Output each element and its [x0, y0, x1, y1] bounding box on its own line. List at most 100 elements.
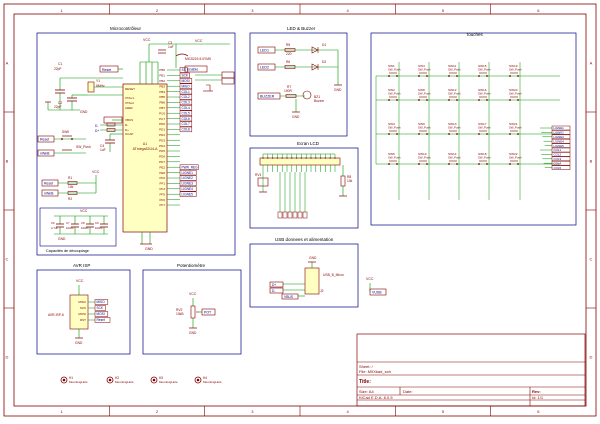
pot-vcc: VCC	[189, 292, 197, 296]
dec-cap-value: 100nF	[66, 226, 74, 230]
border-col-bottom-3: 3	[251, 409, 254, 414]
key-switch-ref: SW13	[448, 122, 457, 126]
r7-symbol	[285, 94, 297, 98]
key-side-labels: LIGNE1LIGNE2LIGNE3LIGNE4LIGNE5COL1COL2CO…	[540, 125, 571, 170]
section-usb	[249, 243, 359, 308]
r6-symbol	[284, 65, 296, 69]
isp-pin: RST	[80, 318, 86, 322]
usb-block: J2 GND D+ D- VBUS USB_B_Micro	[269, 256, 344, 300]
key-net-label: COL3	[554, 157, 562, 161]
mcu-net-label: LIGNE3	[182, 182, 194, 186]
mcu-body	[122, 83, 168, 233]
key-switch-value: SW_Push	[448, 92, 461, 96]
pot-value: 10kB	[176, 312, 184, 316]
dec-cap-value: 100nF	[95, 226, 103, 230]
isp-net-label: SCK	[97, 306, 104, 310]
key-net-label: LIGNE2	[554, 131, 565, 135]
crystal-ref: Y1	[96, 79, 100, 83]
enable-label: Enable	[187, 68, 198, 72]
r2-symbol	[67, 191, 78, 195]
r5-symbol	[284, 48, 296, 52]
key-switch-value: SW_Push	[509, 156, 522, 160]
led-block: LED1 R5 220 D1 LED2 R6 D2 GND BUZZER R7 …	[257, 43, 342, 119]
key-switch-value: SW_Push	[448, 156, 461, 160]
mcu-right-pin: PB4	[159, 90, 165, 94]
key-net-label: LIGNE3	[554, 135, 565, 139]
pullup-resistors: Reset R1 10k nWeB R2 VCC	[41, 170, 100, 201]
mcu-net-label: COL6	[182, 117, 191, 121]
mcu-left-pin: D+	[125, 128, 129, 132]
mcu-left-pin: D-	[125, 123, 128, 127]
hole-ref: H1	[69, 376, 73, 380]
c1-value: 22pF	[54, 67, 62, 71]
reset-switch-block: Reset SW0 nWeB SW_Push	[37, 130, 91, 157]
mcu-net-label: SCK	[182, 74, 189, 78]
mcu-left-pin: RESET	[125, 87, 135, 91]
r7-ref: R7	[287, 85, 291, 89]
r5-value: 220	[286, 52, 292, 56]
mcu-right-pin: PB7	[159, 106, 165, 110]
border-col-bottom-2: 2	[156, 409, 159, 414]
section-led-buzzer	[249, 32, 348, 137]
lcd-pot-ref: RV1	[255, 173, 262, 177]
mcu-right-pin: PD0	[159, 122, 165, 126]
mcu-net-label: COL2	[182, 95, 191, 99]
nweb-label-2: nWeB	[44, 192, 54, 196]
border-row-A: A	[6, 61, 9, 66]
key-net-label: COL5	[554, 166, 562, 170]
vusb-label-group: VCC VUSB	[366, 277, 387, 296]
section-touches	[370, 32, 577, 226]
tb-rev: Rev:	[532, 389, 541, 394]
mcu-vcc-label: VCC	[143, 38, 151, 42]
mcu-net-label: PWR_REG	[182, 165, 199, 169]
border-col-6: 6	[537, 8, 540, 13]
hole-value: MountingHole	[69, 380, 88, 384]
mcu-net-label: LIGNE4	[182, 187, 194, 191]
mcu-net-label: COL8	[182, 128, 191, 132]
key-switch-value: SW_Push	[509, 68, 522, 72]
usb-resistors: D- D+	[95, 116, 123, 133]
mcu-right-pin: PE2	[159, 165, 165, 169]
mcu-right-pin: PB1	[159, 74, 165, 78]
mcu-right-pin: PF4	[159, 187, 165, 191]
key-switch-ref: SW9	[418, 122, 425, 126]
key-switch-ref: SW4	[418, 64, 425, 68]
key-switch-ref: SW2	[388, 88, 395, 92]
mcu-right-pin: PB0	[159, 68, 165, 72]
reset-label-2: Reset	[40, 138, 49, 142]
vusb-label-box	[369, 288, 387, 296]
r8-symbol	[340, 175, 346, 187]
mcu-right-pin: PC7	[159, 117, 165, 121]
border-col-5: 5	[442, 8, 445, 13]
key-switch-value: SW_Push	[448, 126, 461, 130]
enable-label-box	[184, 65, 208, 73]
hole-ref: H3	[159, 376, 163, 380]
vusb-label: VUSB	[372, 291, 382, 295]
key-net-label: COL2	[554, 153, 562, 157]
mcu-top-right-parts	[195, 71, 235, 92]
mcu-left-pin: AREF	[125, 106, 133, 110]
usb-ref: J2	[320, 289, 324, 293]
border-row-C: C	[6, 257, 9, 262]
key-switch-ref: SW14	[448, 152, 457, 156]
c2-value: 22pF	[54, 105, 62, 109]
buzzer-gnd: GND	[292, 115, 300, 119]
key-net-label: LIGNE1	[554, 126, 565, 130]
pot-label-box	[201, 308, 216, 316]
sw0-ref: SW0	[62, 130, 69, 134]
mcu-right-pin: PB3	[159, 84, 165, 88]
border-row-right-B: B	[590, 159, 593, 164]
mcu-right-pin: PF7	[159, 203, 165, 207]
border-row-B: B	[6, 159, 9, 164]
mcu-left-pin: VBUS	[125, 118, 133, 122]
isp-value: AVR-ISP-6	[48, 313, 64, 317]
section-potentiometre	[142, 269, 242, 355]
mcu-net-label: SS	[182, 68, 186, 72]
dec-gnd: GND	[58, 237, 66, 241]
led2-label: LED2	[260, 66, 269, 70]
c1-ref: C1	[58, 62, 62, 66]
d1-ref: D1	[322, 43, 326, 47]
isp-pin: MISO	[78, 300, 86, 304]
